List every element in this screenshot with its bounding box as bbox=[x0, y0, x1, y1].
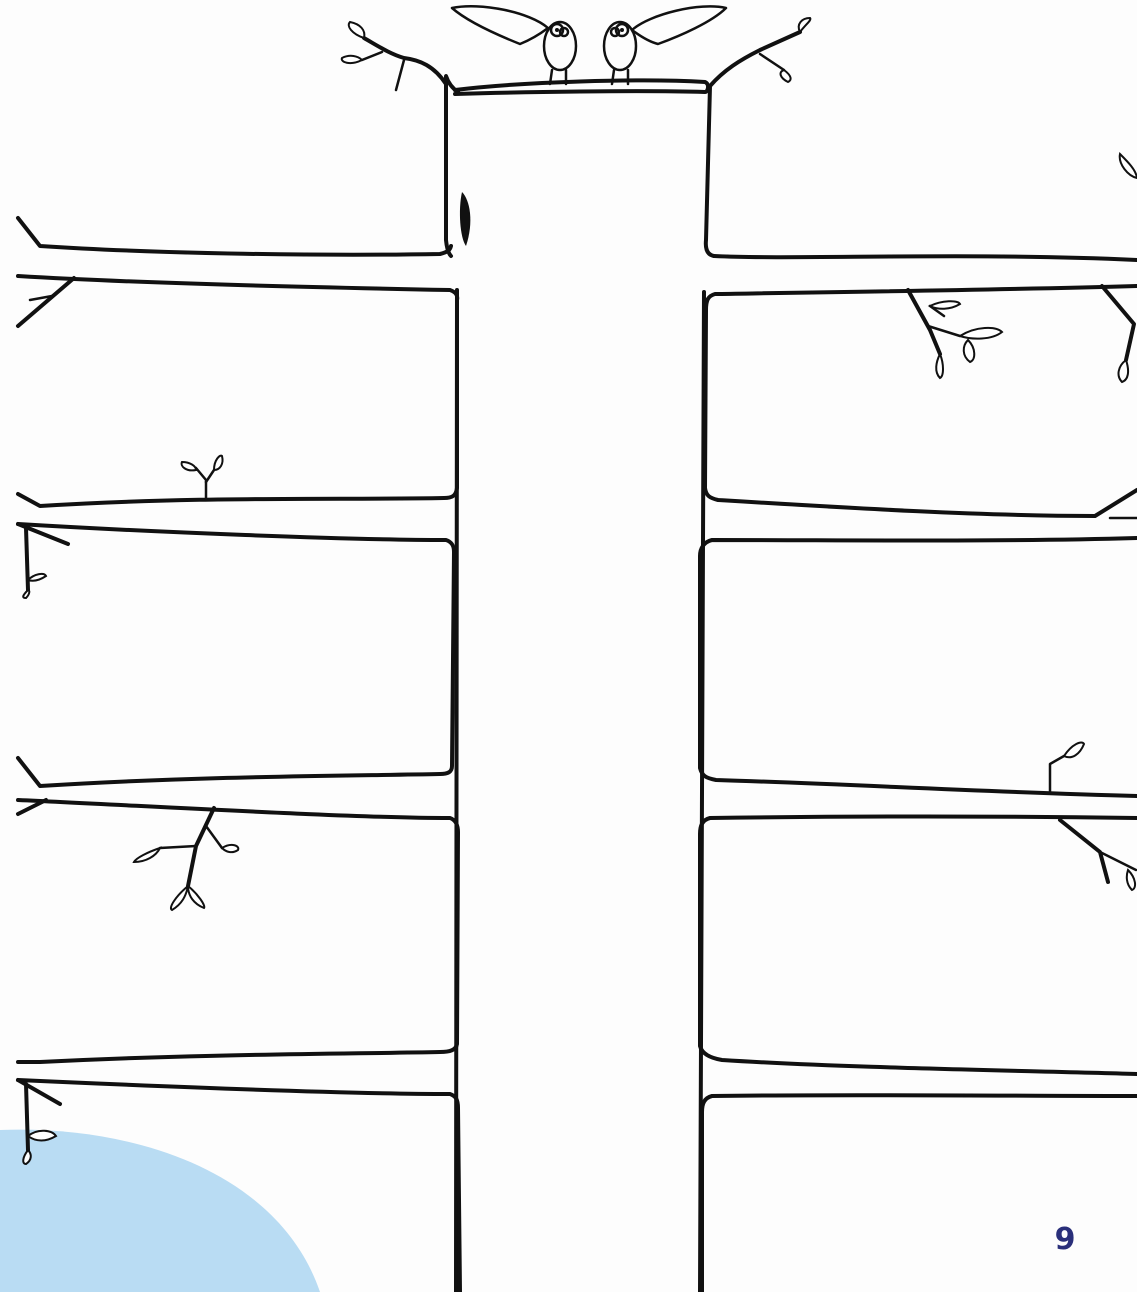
leaf-icon bbox=[781, 70, 791, 82]
side-twigs bbox=[18, 286, 1136, 1164]
leaf-icon bbox=[222, 845, 238, 852]
leaf-icon bbox=[349, 22, 365, 38]
leaf-icon bbox=[28, 574, 46, 581]
left-branch-boxes bbox=[18, 218, 460, 1292]
toucan-left bbox=[452, 6, 576, 84]
top-left-twig bbox=[342, 22, 446, 90]
corner-blob bbox=[0, 1130, 320, 1292]
right-branch-boxes bbox=[700, 256, 1137, 1292]
leaf-icon bbox=[1064, 743, 1084, 758]
leaf-icon bbox=[342, 56, 362, 63]
leaf-icon bbox=[23, 590, 29, 598]
leaf-icon bbox=[171, 886, 188, 910]
leaf-icon bbox=[1119, 360, 1129, 382]
leaf-icon bbox=[799, 18, 811, 32]
leaf-icon bbox=[964, 340, 975, 362]
leaf-icon bbox=[936, 354, 943, 378]
trunk-knothole bbox=[460, 192, 470, 246]
leaf-icon bbox=[960, 328, 1002, 339]
leaf-icon bbox=[214, 456, 223, 470]
leaf-icon bbox=[1127, 870, 1135, 890]
leaf-icon bbox=[1120, 154, 1137, 178]
leaf-icon bbox=[28, 1131, 56, 1141]
leaf-icon bbox=[930, 301, 960, 309]
leaf-icon bbox=[182, 462, 196, 470]
tree-trunk bbox=[446, 76, 714, 1292]
leaf-icon bbox=[188, 886, 204, 908]
page-number: 9 bbox=[1040, 1222, 1090, 1257]
top-right-twig bbox=[710, 18, 1137, 178]
toucan-right bbox=[604, 6, 726, 84]
leaf-icon bbox=[134, 848, 160, 862]
